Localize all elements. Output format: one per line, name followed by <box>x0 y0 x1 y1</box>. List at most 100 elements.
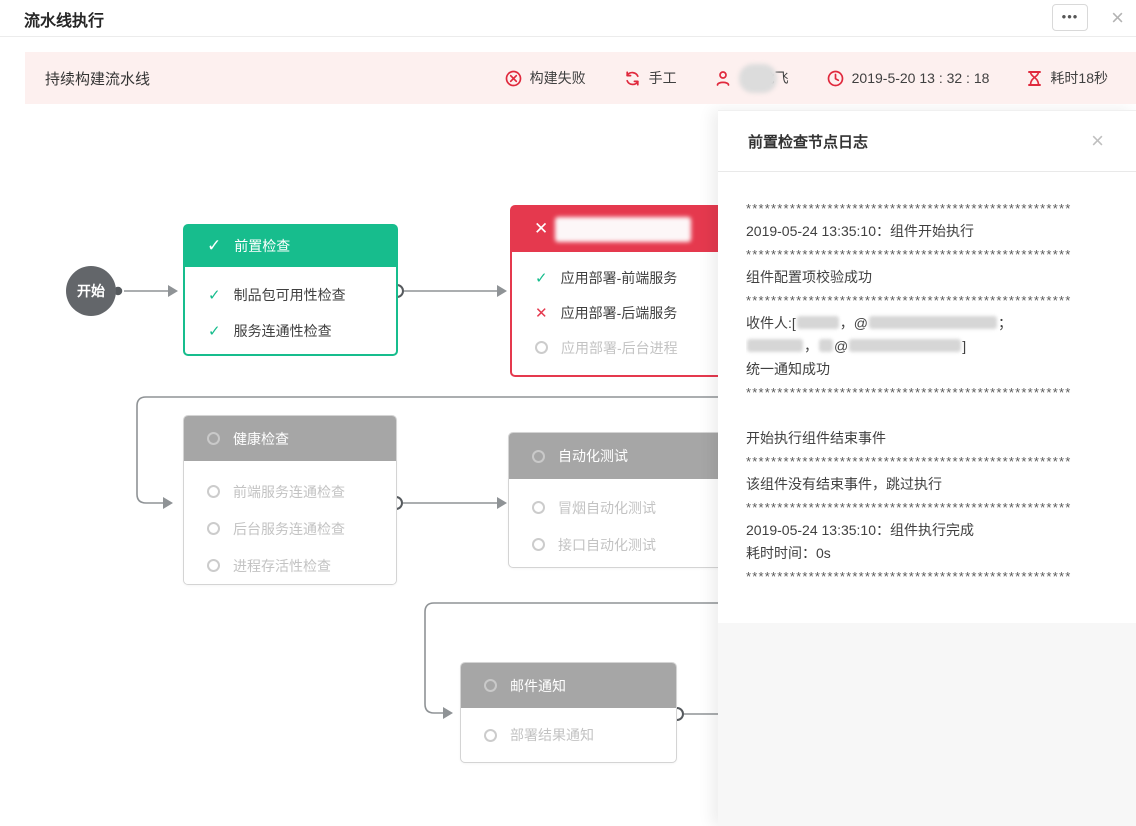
pending-icon <box>207 522 220 535</box>
build-meta: 构建失败 手工 龙飞 2019- <box>505 63 1108 93</box>
redacted-text <box>869 316 997 329</box>
log-line: 组件配置项校验成功 <box>746 269 872 285</box>
log-body[interactable]: ****************************************… <box>718 172 1136 588</box>
log-panel-filler <box>718 623 1136 826</box>
log-line: ****************************************… <box>746 385 1072 400</box>
log-line <box>746 404 1122 427</box>
log-line: ****************************************… <box>746 247 1072 262</box>
check-icon: ✓ <box>208 323 221 340</box>
pending-icon <box>484 679 497 692</box>
page-title: 流水线执行 <box>24 13 105 30</box>
check-icon: ✓ <box>207 236 222 255</box>
redacted-text <box>819 339 833 352</box>
log-panel-title: 前置检查节点日志 <box>748 133 869 151</box>
step-row: 冒烟自动化测试 <box>509 489 722 526</box>
title-bar: 流水线执行 ••• × <box>0 0 1136 37</box>
trigger-mode: 手工 <box>624 68 677 88</box>
step-label: 后台服务连通检查 <box>233 520 345 537</box>
log-line: ****************************************… <box>746 201 1072 216</box>
step-label: 应用部署-后台进程 <box>561 339 678 356</box>
build-duration-label: 耗时18秒 <box>1050 70 1108 86</box>
log-line: ****************************************… <box>746 500 1072 515</box>
check-icon: ✓ <box>535 269 548 287</box>
node-precheck-header: ✓ 前置检查 <box>184 225 397 267</box>
pending-icon <box>207 485 220 498</box>
step-row: 部署结果通知 <box>461 716 676 754</box>
more-actions-button[interactable]: ••• <box>1052 4 1088 31</box>
pending-icon <box>207 432 220 445</box>
node-autotest-body: 冒烟自动化测试 接口自动化测试 <box>509 479 722 563</box>
log-panel-header: 前置检查节点日志 × <box>718 111 1136 172</box>
build-failed-icon <box>505 70 522 87</box>
clock-icon <box>827 70 844 87</box>
log-line: 开始执行组件结束事件 <box>746 430 886 446</box>
step-row: 后台服务连通检查 <box>184 510 396 547</box>
node-title: 健康检查 <box>233 430 289 447</box>
node-title: 前置检查 <box>234 238 291 254</box>
step-label: 制品包可用性检查 <box>233 287 346 303</box>
cross-icon: ✕ <box>534 219 549 238</box>
step-label: 前端服务连通检查 <box>233 483 345 500</box>
log-line: ****************************************… <box>746 454 1072 469</box>
manual-trigger-icon <box>624 70 641 87</box>
step-row: ✓ 应用部署-前端服务 <box>512 260 758 295</box>
log-line: ****************************************… <box>746 293 1072 308</box>
step-label: 服务连通性检查 <box>233 323 332 339</box>
start-node[interactable]: 开始 <box>66 266 116 316</box>
node-health-body: 前端服务连通检查 后台服务连通检查 进程存活性检查 <box>184 461 396 584</box>
node-precheck[interactable]: ✓ 前置检查 ✓ 制品包可用性检查 ✓ 服务连通性检查 <box>183 224 398 356</box>
step-label: 冒烟自动化测试 <box>558 499 656 516</box>
log-line: 耗时时间：0s <box>746 545 831 561</box>
log-line: 收件人:[，@； <box>746 315 1012 331</box>
log-line: 该组件没有结束事件，跳过执行 <box>746 476 942 492</box>
trigger-user: 龙飞 <box>715 63 789 93</box>
node-title: 自动化测试 <box>558 448 628 464</box>
log-close-icon[interactable]: × <box>1091 128 1104 153</box>
redacted-text <box>747 339 803 352</box>
build-summary-bar: 持续构建流水线 构建失败 手工 龙飞 <box>25 52 1136 104</box>
node-mail-body: 部署结果通知 <box>461 708 676 754</box>
trigger-mode-label: 手工 <box>648 70 677 86</box>
build-status-label: 构建失败 <box>529 70 586 86</box>
hourglass-icon <box>1027 70 1042 87</box>
redacted-node-title <box>555 217 691 242</box>
node-deploy-body: ✓ 应用部署-前端服务 ✕ 应用部署-后端服务 应用部署-后台进程 <box>512 252 758 365</box>
check-icon: ✓ <box>208 287 221 304</box>
step-label: 接口自动化测试 <box>558 536 656 553</box>
step-row: ✓ 制品包可用性检查 <box>185 277 396 313</box>
node-deploy-header: ✕ <box>511 206 759 252</box>
node-title: 邮件通知 <box>510 677 566 694</box>
step-label: 进程存活性检查 <box>233 557 331 574</box>
node-mail-header: 邮件通知 <box>461 663 676 708</box>
build-duration: 耗时18秒 <box>1027 68 1108 88</box>
log-line: ，@] <box>746 335 1122 358</box>
build-time-label: 2019-5-20 13 : 32 : 18 <box>851 70 990 86</box>
pipeline-name: 持续构建流水线 <box>45 70 151 88</box>
close-icon[interactable]: × <box>1111 5 1124 30</box>
node-health[interactable]: 健康检查 前端服务连通检查 后台服务连通检查 进程存活性检查 <box>183 415 397 585</box>
node-autotest-header: 自动化测试 <box>509 433 722 479</box>
redacted-text <box>849 339 962 352</box>
cross-icon: ✕ <box>535 304 548 322</box>
log-line: 统一通知成功 <box>746 361 830 377</box>
user-icon <box>715 70 731 87</box>
redacted-user-name <box>738 63 777 93</box>
log-line: 2019-05-24 13:35:10：组件执行完成 <box>746 522 974 538</box>
log-panel: 前置检查节点日志 × *****************************… <box>718 110 1136 826</box>
pending-icon <box>532 449 545 463</box>
node-precheck-body: ✓ 制品包可用性检查 ✓ 服务连通性检查 <box>185 267 396 349</box>
step-row: 应用部署-后台进程 <box>512 330 758 365</box>
pending-icon <box>532 501 545 514</box>
step-row: 进程存活性检查 <box>184 547 396 584</box>
step-label: 应用部署-后端服务 <box>560 304 678 321</box>
build-status: 构建失败 <box>505 68 586 88</box>
node-mail[interactable]: 邮件通知 部署结果通知 <box>460 662 677 763</box>
step-row: 前端服务连通检查 <box>184 473 396 510</box>
pending-icon <box>535 341 548 354</box>
step-row: ✓ 服务连通性检查 <box>185 313 396 349</box>
node-autotest[interactable]: 自动化测试 冒烟自动化测试 接口自动化测试 <box>508 432 723 568</box>
step-label: 应用部署-前端服务 <box>560 269 678 286</box>
step-row: ✕ 应用部署-后端服务 <box>512 295 758 330</box>
step-row: 接口自动化测试 <box>509 526 722 563</box>
